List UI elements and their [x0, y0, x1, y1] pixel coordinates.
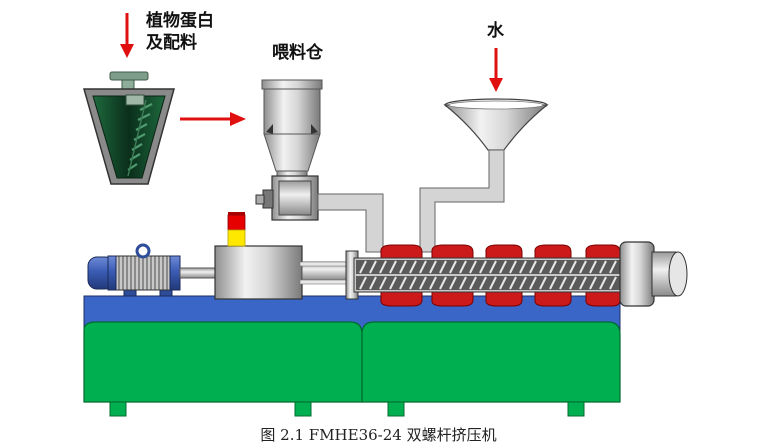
die-head: [619, 241, 688, 307]
gearbox: [214, 245, 349, 300]
protein-ingredients-label: 植物蛋白 及配料: [146, 10, 214, 54]
feed-right-arrow: [180, 112, 246, 126]
feed-hopper-label: 喂料仓: [272, 43, 323, 63]
feed-down-arrow: [120, 13, 134, 58]
conical-mixer: [83, 71, 175, 185]
feed-pipe: [317, 193, 384, 253]
extruder-diagram: [83, 13, 688, 417]
figure-caption: 图 2.1 FMHE36-24 双螺杆挤压机: [260, 426, 497, 444]
drive-motor: [87, 243, 217, 297]
water-pipe: [419, 149, 505, 253]
extruder-barrel: [299, 250, 623, 300]
warning-beacon: [227, 212, 246, 247]
water-down-arrow: [489, 48, 503, 92]
water-label: 水: [487, 21, 504, 41]
feed-hopper: [255, 79, 323, 221]
protein-label-line2: 及配料: [146, 33, 197, 53]
machine-base: [83, 295, 621, 417]
water-funnel: [443, 98, 549, 151]
protein-label-line1: 植物蛋白: [146, 11, 214, 31]
